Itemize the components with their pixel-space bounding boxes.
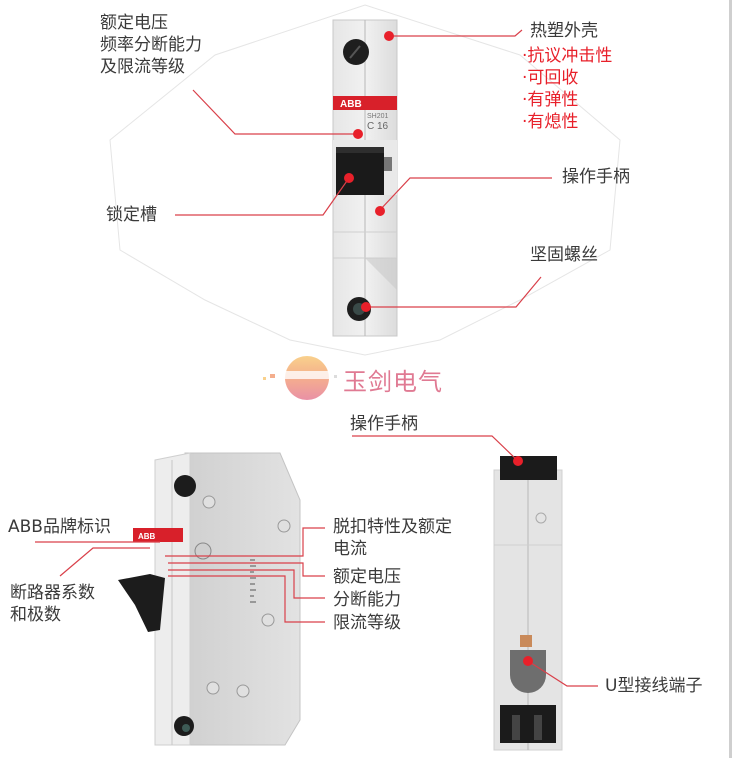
label-housing: 热塑外壳	[530, 21, 598, 41]
label-voltage: 额定电压	[333, 567, 401, 587]
model-text: SH201	[367, 113, 389, 120]
label-u-terminal: U型接线端子	[605, 676, 703, 696]
breaker-angled-image	[118, 452, 301, 746]
label-handle: 操作手柄	[562, 167, 630, 187]
watermark-logo-icon	[263, 356, 337, 400]
label-abb-brand: ABB品牌标识	[8, 517, 111, 537]
breaker-front-image	[332, 19, 398, 337]
trip-label-group: 脱扣特性及额定 电流	[333, 516, 452, 560]
label-limiting: 限流等级	[333, 613, 401, 633]
housing-features-list: ·抗议冲击性 ·可回收 ·有弹性 ·有熄性	[522, 45, 612, 133]
feature-extinguish: ·有熄性	[522, 112, 579, 132]
label-breaking: 分断能力	[333, 590, 401, 610]
rating-label-group: 额定电压 频率分断能力 及限流等级	[100, 12, 202, 78]
feature-impact: ·抗议冲击性	[522, 46, 613, 66]
label-lock-slot: 锁定槽	[106, 205, 157, 225]
top-leader-lines	[175, 29, 552, 308]
watermark-text: 玉剑电气	[343, 368, 443, 396]
abb-logo-small: ABB	[138, 532, 156, 541]
breaker-side-image	[493, 456, 563, 751]
label-poles: 和极数	[10, 605, 61, 625]
feature-recyclable: ·可回收	[522, 68, 579, 88]
label-trip-characteristic: 脱扣特性及额定	[333, 517, 452, 537]
bottom-right-hotspots	[513, 456, 533, 666]
label-screw: 坚固螺丝	[530, 245, 598, 265]
label-breaker-series: 断路器系数	[10, 583, 95, 603]
bottom-left-leader-lines	[35, 527, 325, 623]
rating-text: C 16	[367, 121, 389, 132]
breaker-series-label-group: 断路器系数 和极数	[10, 582, 95, 626]
decorative-polygon	[109, 4, 621, 356]
label-rated-voltage: 额定电压	[100, 13, 168, 33]
label-handle-side: 操作手柄	[350, 414, 418, 434]
label-limiting-class: 及限流等级	[100, 57, 185, 77]
bottom-right-leader-lines	[352, 435, 598, 687]
abb-logo: ABB	[340, 99, 362, 110]
label-rated-current: 电流	[333, 539, 367, 559]
feature-elastic: ·有弹性	[522, 90, 579, 110]
page-border	[729, 0, 732, 758]
label-breaking-capacity: 频率分断能力	[100, 35, 202, 55]
top-hotspots	[344, 31, 394, 312]
